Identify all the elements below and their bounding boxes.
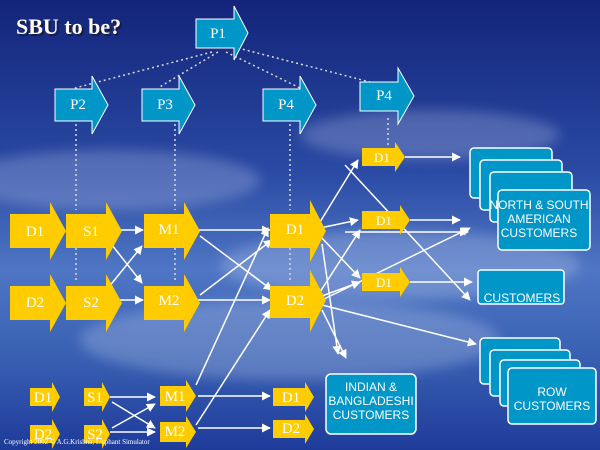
m2-small-label: M2	[164, 424, 186, 440]
dist1-small-label: D1	[281, 390, 301, 406]
dist2-label: D2	[285, 293, 305, 309]
customer-boxes	[325, 147, 597, 435]
p2-arrow	[54, 75, 109, 135]
process-arrows	[54, 5, 415, 135]
m2-label: M2	[158, 293, 180, 309]
m1-arrow	[144, 202, 200, 260]
d1-left-arrow	[10, 202, 66, 260]
india-box	[325, 373, 417, 435]
d1-small-arrow	[30, 382, 60, 412]
p3-arrow	[141, 75, 196, 135]
dist1-small-arrow	[273, 382, 314, 412]
s2-small-label: S2	[87, 427, 103, 443]
row-box	[507, 367, 597, 425]
s1-small-label: S1	[87, 390, 103, 406]
p1-label: P1	[210, 26, 226, 42]
p3-label: P3	[157, 97, 173, 113]
d2-small-label: D2	[33, 427, 53, 443]
dist2-arrow	[270, 270, 326, 332]
dist2-small-arrow	[273, 414, 314, 444]
customers-label: CUSTOMERS	[483, 291, 561, 305]
d1-top-label: D1	[374, 150, 390, 165]
yellow-arrows	[10, 142, 410, 449]
s1-small-arrow	[84, 382, 110, 412]
d1-mid-label: D1	[376, 213, 392, 228]
d1-mid-arrow	[362, 205, 410, 235]
dist1-label: D1	[285, 222, 305, 238]
d2-small-arrow	[30, 419, 60, 449]
flow-arrows	[107, 152, 477, 437]
slide-title: SBU to be?	[16, 14, 122, 39]
s1-arrow	[66, 202, 122, 260]
p2-label: P2	[70, 97, 86, 113]
p4-arrow	[262, 75, 317, 135]
s2-small-arrow	[84, 419, 110, 449]
m1-small-label: M1	[164, 389, 186, 405]
p4-arrow-secondary	[359, 66, 415, 126]
p4-label: P4	[278, 97, 294, 113]
d1-top-arrow	[362, 142, 405, 172]
d1-small-label: D1	[33, 390, 53, 406]
p1-arrow	[195, 5, 249, 61]
m1-small-arrow	[160, 380, 196, 412]
copyright-footer: Copyright 2002 © A.G.Krishna, Lisphant S…	[4, 438, 150, 446]
americas-customers-label: NORTH & SOUTH AMERICAN CUSTOMERS	[489, 198, 589, 240]
row-customers-label: ROW CUSTOMERS	[513, 385, 591, 413]
p4-label-secondary: P4	[376, 88, 392, 104]
india-customers-label: INDIAN & BANGLADESHI CUSTOMERS	[328, 380, 414, 422]
s1-label: S1	[83, 224, 99, 240]
m1-label: M1	[158, 222, 180, 238]
americas-box	[497, 189, 591, 251]
d1-low-arrow	[362, 267, 410, 297]
customers-box	[477, 269, 565, 305]
m2-arrow	[144, 274, 200, 332]
d2-left-arrow	[10, 274, 66, 332]
cloud	[0, 150, 260, 210]
d1-left-label: D1	[25, 224, 45, 240]
m2-small-arrow	[160, 416, 196, 448]
dist1-arrow	[270, 200, 326, 262]
s2-label: S2	[83, 295, 99, 311]
d2-left-label: D2	[25, 295, 45, 311]
dotted-links	[74, 47, 389, 282]
d1-low-label: D1	[376, 275, 392, 290]
dist2-small-label: D2	[281, 421, 301, 437]
s2-arrow	[66, 274, 122, 332]
